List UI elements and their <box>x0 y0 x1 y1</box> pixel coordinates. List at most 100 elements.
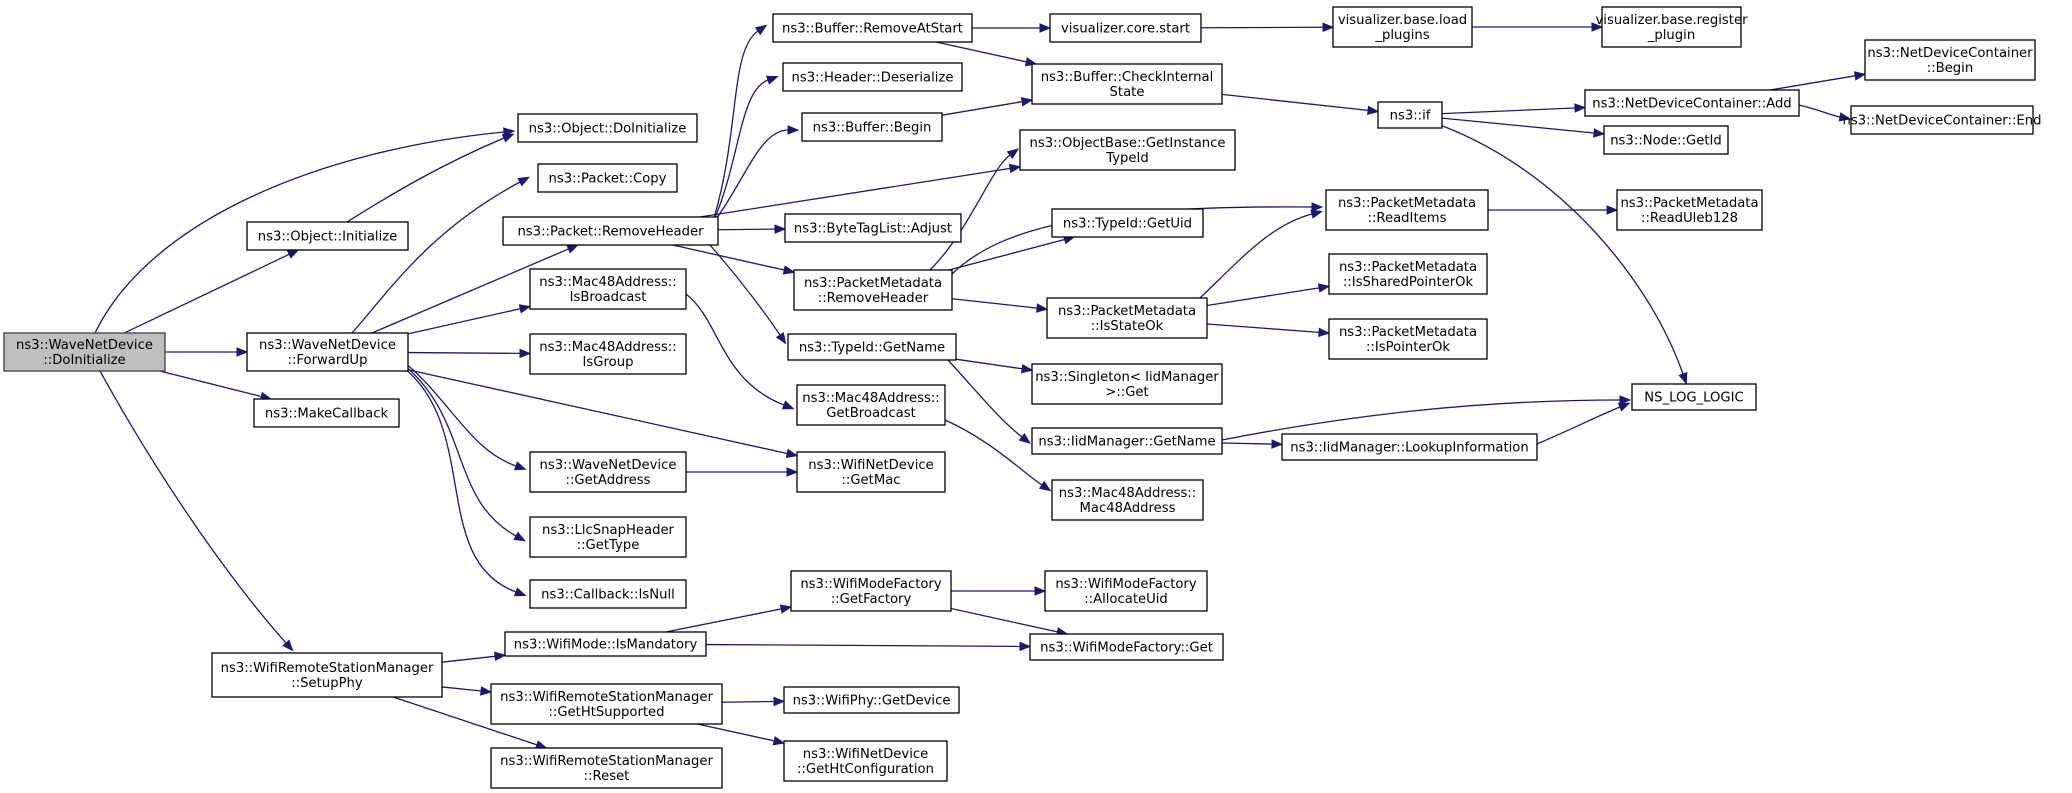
node-n42[interactable]: ns3::WifiMode::IsMandatory <box>504 631 707 657</box>
node-n30[interactable]: visualizer.base.register_plugin <box>1595 6 1748 48</box>
node-n47[interactable]: ns3::WifiModeFactory::AllocateUid <box>1044 570 1208 612</box>
node-n1[interactable]: ns3::Object::DoInitialize <box>517 113 698 143</box>
node-n34[interactable]: ns3::PacketMetadata::IsPointerOk <box>1328 318 1488 360</box>
node-n29[interactable]: visualizer.base.load_plugins <box>1332 6 1473 48</box>
node-n26[interactable]: ns3::Singleton< IidManager >::Get <box>1031 363 1223 405</box>
node-label: ns3::WaveNetDevice <box>16 338 153 353</box>
edge-n7-to-n16 <box>713 125 800 223</box>
node-n4[interactable]: ns3::MakeCallback <box>253 398 400 428</box>
node-label: ns3::WifiMode::IsMandatory <box>514 638 698 653</box>
edge-line <box>672 244 785 271</box>
edge-n29-to-n30 <box>1472 22 1604 32</box>
node-n0[interactable]: ns3::WaveNetDevice::DoInitialize <box>3 332 166 372</box>
node-box <box>1049 13 1202 43</box>
node-label: ::DoInitialize <box>43 353 125 368</box>
nodes-layer: ns3::WaveNetDevice::DoInitialize ns3::Obj… <box>3 6 2042 789</box>
node-n48[interactable]: ns3::WifiPhy::GetDevice <box>783 686 960 714</box>
edge-line <box>94 131 505 334</box>
edge-line <box>1798 104 1841 118</box>
node-n19[interactable]: ns3::TypeId::GetName <box>787 333 957 361</box>
node-n43[interactable]: ns3::WifiRemoteStationManager::GetHtSupp… <box>490 683 723 725</box>
edge-line <box>1221 399 1621 441</box>
node-n5[interactable]: ns3::WifiRemoteStationManager::SetupPhy <box>211 652 443 698</box>
node-n12[interactable]: ns3::Callback::IsNull <box>529 579 687 609</box>
edge-n22-to-n31 <box>1221 93 1380 116</box>
node-label: ::SetupPhy <box>291 676 363 691</box>
node-label: IsBroadcast <box>570 290 647 305</box>
node-n37[interactable]: ns3::NetDeviceContainer::Add <box>1584 89 1800 117</box>
node-n8[interactable]: ns3::Mac48Address::IsBroadcast <box>529 268 687 310</box>
edge-arrowhead <box>1619 395 1632 405</box>
node-n21[interactable]: visualizer.core.start <box>1049 13 1202 43</box>
node-n2[interactable]: ns3::Object::Initialize <box>246 221 409 251</box>
node-n41[interactable]: ns3::PacketMetadata::ReadUleb128 <box>1616 189 1763 231</box>
node-box <box>1281 433 1538 461</box>
node-n40[interactable]: ns3::NetDeviceContainer::End <box>1843 105 2042 135</box>
node-n27[interactable]: ns3::IidManager::GetName <box>1031 427 1223 455</box>
node-box <box>1031 427 1223 455</box>
edge-n18-to-n24 <box>948 235 1076 271</box>
node-n7[interactable]: ns3::Packet::RemoveHeader <box>502 216 719 246</box>
edge-line <box>1536 406 1621 445</box>
node-label: ns3::PacketMetadata <box>1620 196 1758 211</box>
edge-n8-to-n20 <box>685 293 795 410</box>
node-n13[interactable]: ns3::WifiNetDevice::GetMac <box>796 451 946 493</box>
node-box <box>529 268 687 310</box>
node-n33[interactable]: ns3::PacketMetadata::IsSharedPointerOk <box>1328 253 1488 295</box>
node-n28[interactable]: ns3::Mac48Address::Mac48Address <box>1051 479 1204 521</box>
edge-line <box>697 723 775 742</box>
edge-line <box>951 298 1038 309</box>
node-label: ::IsStateOk <box>1091 319 1164 334</box>
node-box <box>784 213 962 243</box>
node-n6[interactable]: ns3::Packet::Copy <box>537 163 678 193</box>
node-n15[interactable]: ns3::Header::Deserialize <box>782 62 963 92</box>
node-label: ns3::Mac48Address:: <box>1059 486 1196 501</box>
node-box <box>211 652 443 698</box>
node-n14[interactable]: ns3::Buffer::RemoveAtStart <box>772 13 973 43</box>
node-n36[interactable]: ns3::IidManager::LookupInformation <box>1281 433 1538 461</box>
node-n39[interactable]: ns3::NetDeviceContainer::Begin <box>1864 39 2036 81</box>
node-label: ns3::TypeId::GetUid <box>1063 217 1192 232</box>
edge-n42-to-n46 <box>705 641 1032 652</box>
node-n16[interactable]: ns3::Buffer::Begin <box>801 112 943 142</box>
node-n32[interactable]: ns3::PacketMetadata::ReadItems <box>1325 189 1489 231</box>
node-n20[interactable]: ns3::Mac48Address::GetBroadcast <box>796 384 946 426</box>
edge-line <box>1221 442 1273 445</box>
node-box <box>490 747 723 789</box>
node-label: ns3::PacketMetadata <box>1339 325 1477 340</box>
edge-n25-to-n33 <box>1206 283 1331 307</box>
node-n10[interactable]: ns3::WaveNetDevice::GetAddress <box>529 451 687 493</box>
node-n31[interactable]: ns3::if <box>1377 101 1443 129</box>
node-box <box>1031 363 1223 405</box>
node-box <box>1029 633 1224 661</box>
node-n44[interactable]: ns3::WifiRemoteStationManager::Reset <box>490 747 723 789</box>
node-n24[interactable]: ns3::TypeId::GetUid <box>1051 208 1204 238</box>
edge-arrowhead <box>480 686 493 696</box>
edge-arrowhead <box>781 400 795 410</box>
node-n38[interactable]: ns3::Node::GetId <box>1603 125 1729 155</box>
node-label: ::RemoveHeader <box>818 291 929 306</box>
node-box <box>529 516 687 558</box>
edge-n31-to-n38 <box>1441 117 1606 138</box>
edge-n45-to-n47 <box>951 586 1047 596</box>
node-n11[interactable]: ns3::LlcSnapHeader::GetType <box>529 516 687 558</box>
edge-arrowhead <box>513 461 527 471</box>
node-label: ns3::WifiRemoteStationManager <box>221 661 434 676</box>
node-box <box>1377 101 1443 129</box>
node-n35[interactable]: NS_LOG_LOGIC <box>1631 383 1757 411</box>
node-box <box>1601 6 1742 48</box>
node-n18[interactable]: ns3::PacketMetadata::RemoveHeader <box>793 269 953 311</box>
node-n46[interactable]: ns3::WifiModeFactory::Get <box>1029 633 1224 661</box>
node-n25[interactable]: ns3::PacketMetadata::IsStateOk <box>1046 297 1208 339</box>
node-box <box>529 333 687 375</box>
node-n9[interactable]: ns3::Mac48Address::IsGroup <box>529 333 687 375</box>
node-n49[interactable]: ns3::WifiNetDevice::GetHtConfiguration <box>783 740 948 782</box>
edge-n3-to-n13 <box>407 369 799 459</box>
node-n3[interactable]: ns3::WaveNetDevice::ForwardUp <box>246 332 409 372</box>
node-label: ns3::Callback::IsNull <box>541 588 675 603</box>
node-n45[interactable]: ns3::WifiModeFactory::GetFactory <box>790 570 952 612</box>
edge-arrowhead <box>1020 364 1034 374</box>
node-n17[interactable]: ns3::ByteTagList::Adjust <box>784 213 962 243</box>
